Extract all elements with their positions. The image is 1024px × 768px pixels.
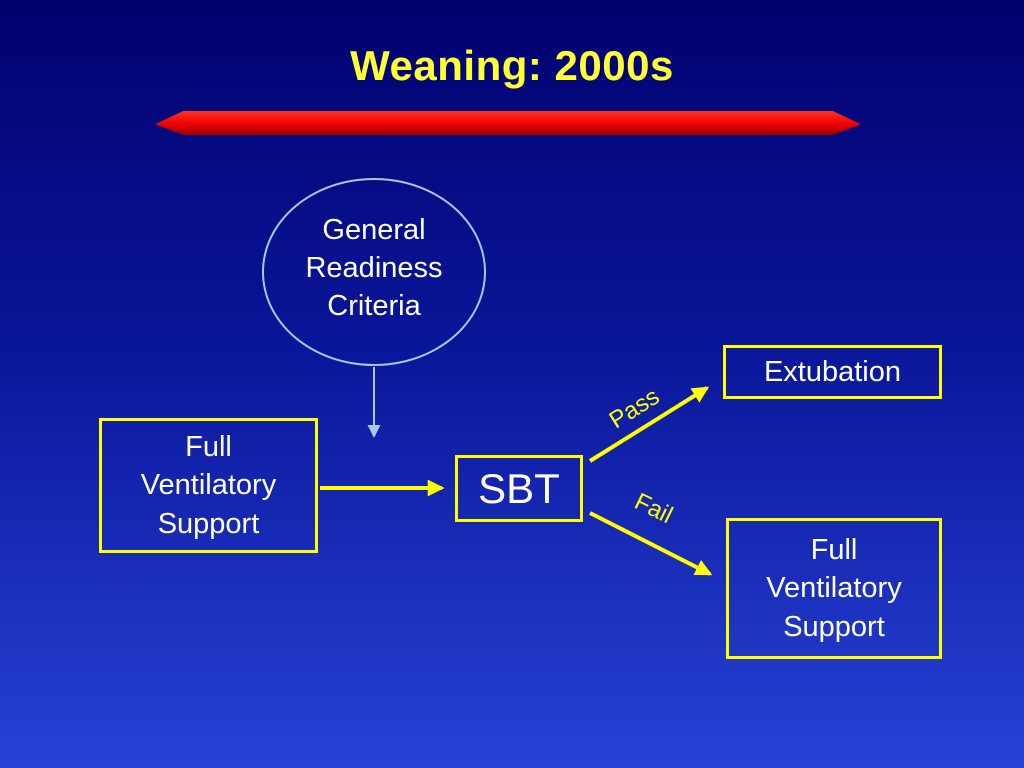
red-divider-bar [155, 111, 861, 135]
extubation-box: Extubation [723, 345, 942, 399]
fail-edge-label: Fail [630, 487, 677, 530]
readiness-criteria-text: General Readiness Criteria [305, 213, 443, 323]
full-ventilatory-support-left-box: Full Ventilatory Support [99, 418, 318, 553]
full-ventilatory-support-left-text: Full Ventilatory Support [140, 431, 277, 540]
full-ventilatory-support-right-text: Full Ventilatory Support [766, 534, 902, 643]
sbt-box: SBT [455, 455, 583, 522]
sbt-label: SBT [478, 464, 560, 512]
extubation-label: Extubation [763, 355, 902, 388]
readiness-criteria-ellipse: General Readiness Criteria [262, 178, 486, 366]
pass-edge-label: Pass [604, 382, 665, 435]
slide-title: Weaning: 2000s [350, 42, 674, 89]
full-ventilatory-support-right-box: Full Ventilatory Support [726, 518, 942, 659]
